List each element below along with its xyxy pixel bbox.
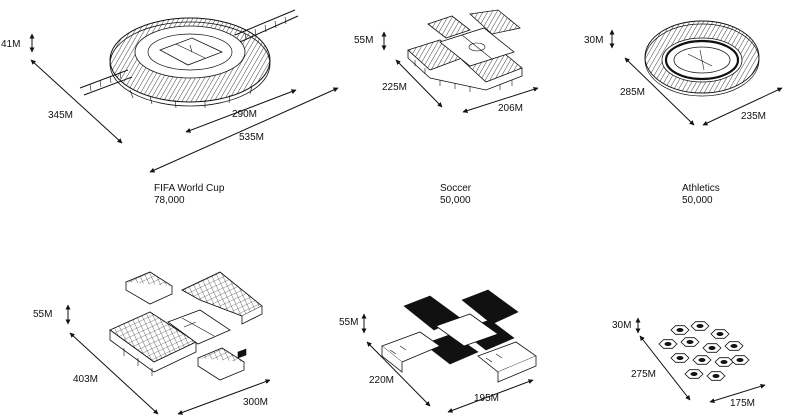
depth-arrow — [639, 335, 691, 401]
hex-module-core — [676, 328, 684, 332]
height-label: 41M — [1, 39, 20, 50]
width-label: 235M — [741, 111, 766, 122]
depth-arrow — [30, 59, 123, 144]
depth-label: 345M — [48, 110, 73, 121]
stadium-1-capacity: 78,000 — [154, 195, 185, 206]
hex-module-core — [676, 356, 684, 360]
depth-arrow — [395, 59, 443, 108]
depth-label: 220M — [369, 375, 394, 386]
stadium-3-caption: Athletics 50,000 — [682, 183, 720, 207]
hex-module-core — [720, 360, 728, 364]
stadium-1-dimensions: 41M 345M 290M 535M — [1, 33, 339, 173]
depth-arrow — [366, 341, 431, 407]
stadium-5-dimensions: 55M 220M 195M — [339, 313, 534, 413]
hex-module-core — [708, 346, 716, 350]
height-label: 30M — [584, 35, 603, 46]
width-label: 195M — [474, 393, 499, 404]
depth-arrow — [624, 57, 695, 126]
stadium-3-name: Athletics — [682, 183, 720, 194]
hex-module-core — [696, 324, 704, 328]
height-label: 55M — [339, 317, 358, 328]
width-arrow — [709, 383, 766, 404]
stadium-4-drawing — [109, 271, 263, 381]
depth-label: 225M — [382, 82, 407, 93]
hex-module-core — [698, 358, 706, 362]
hex-module-core — [736, 358, 744, 362]
hex-module-core — [686, 340, 694, 344]
height-label: 55M — [354, 35, 373, 46]
hex-module-core — [690, 372, 698, 376]
width-arrow — [702, 87, 783, 126]
stadium-6-dimensions: 30M 275M 175M — [612, 317, 766, 409]
hex-module-core — [716, 332, 724, 336]
stadium-5-drawing — [381, 289, 537, 383]
depth-label: 275M — [631, 369, 656, 380]
stadium-2-caption: Soccer 50,000 — [440, 183, 471, 207]
stadium-4-dimensions: 55M 403M 300M — [33, 304, 271, 415]
depth-label: 285M — [620, 87, 645, 98]
hex-module-core — [664, 342, 672, 346]
stadium-3-drawing — [644, 20, 760, 97]
stadium-1-name: FIFA World Cup — [154, 183, 225, 194]
stadium-1-caption: FIFA World Cup 78,000 — [154, 183, 224, 207]
stadium-2-capacity: 50,000 — [440, 195, 471, 206]
width-label: 290M — [232, 109, 257, 120]
length-label: 535M — [239, 132, 264, 143]
width-label: 206M — [498, 103, 523, 114]
hex-module-core — [730, 344, 738, 348]
stadium-2-dimensions: 55M 225M 206M — [354, 31, 539, 114]
width-label: 300M — [243, 397, 268, 408]
width-arrow — [177, 379, 271, 415]
height-label: 30M — [612, 320, 631, 331]
stadium-6-drawing — [658, 321, 750, 381]
hex-module-core — [712, 374, 720, 378]
stadium-3-capacity: 50,000 — [682, 195, 713, 206]
stadium-2-name: Soccer — [440, 183, 472, 194]
width-arrow — [462, 86, 539, 114]
depth-label: 403M — [73, 374, 98, 385]
width-arrow — [447, 379, 534, 413]
width-label: 175M — [730, 398, 755, 409]
stadium-3-dimensions: 30M 285M 235M — [584, 29, 783, 126]
stadium-1-drawing — [79, 9, 299, 109]
stadium-2-drawing — [407, 9, 523, 92]
length-arrow — [149, 87, 339, 173]
height-label: 55M — [33, 309, 52, 320]
depth-arrow — [69, 332, 159, 415]
